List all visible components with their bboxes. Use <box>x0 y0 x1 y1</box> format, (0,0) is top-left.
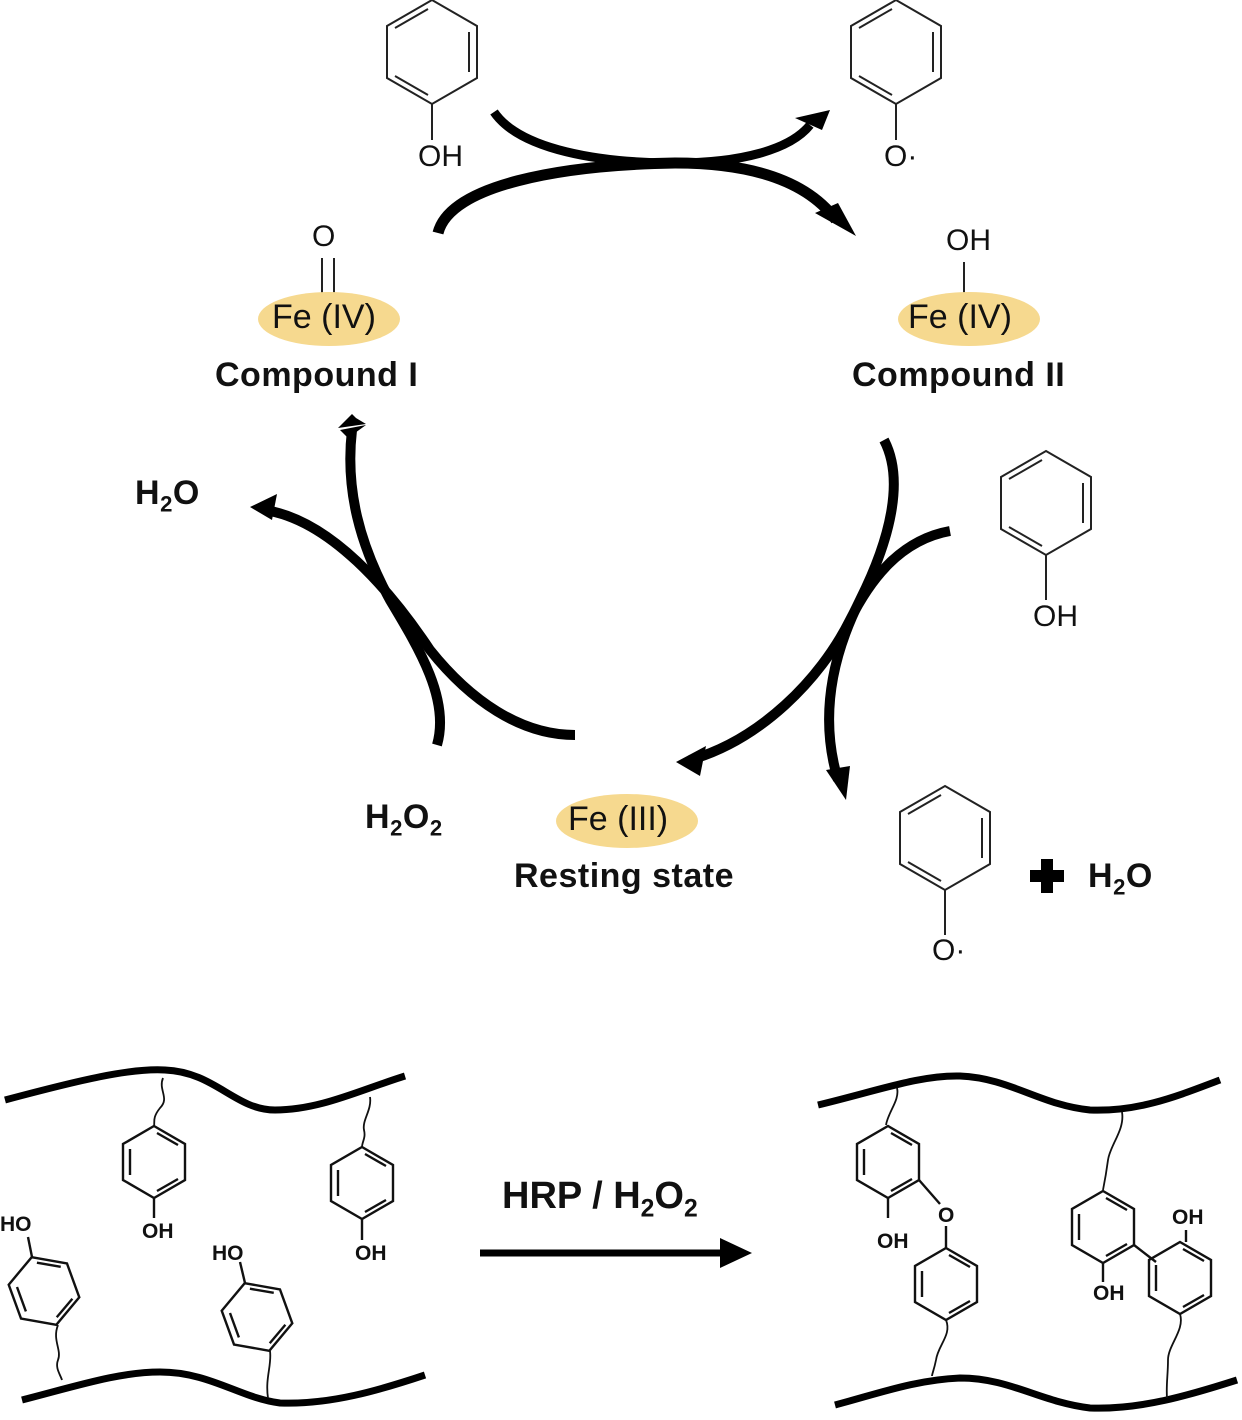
arrow-phenol-to-resting <box>688 526 951 765</box>
compound-i-oxo: O <box>312 220 336 253</box>
arrowhead-to-resting <box>676 746 706 776</box>
polymer-chain-top <box>4 1066 407 1114</box>
h2o2-substrate-label: H2O2 <box>365 798 443 841</box>
polymer-network-before <box>1 1066 427 1407</box>
phenoxy-top-label: O· <box>884 140 918 173</box>
arrowhead-to-h2o <box>250 494 277 520</box>
arrow-phenol-to-radical <box>490 109 814 168</box>
arrowhead-top-right <box>795 110 830 130</box>
h2o-byproduct-label: H2O <box>1088 857 1153 900</box>
compound-i-title: Compound I <box>215 356 419 394</box>
polymer-chain-bottom <box>21 1368 427 1407</box>
arrow-resting-to-h2o <box>264 505 576 740</box>
arrowhead-to-compound-ii <box>815 203 856 236</box>
before-oh-label-2: OH <box>355 1242 387 1265</box>
left-arrows <box>250 414 576 747</box>
arrow-compound-i-to-ii <box>432 157 841 235</box>
fe-highlight-resting <box>556 794 698 848</box>
phenol-right-label: OH <box>1033 600 1078 633</box>
compound-ii-metal: Fe (IV) <box>908 298 1012 336</box>
compound-ii-title: Compound II <box>852 356 1066 394</box>
arrowhead-to-phenoxy-bottom <box>826 766 850 800</box>
fe-highlight-compound-ii <box>898 292 1040 346</box>
plus-icon <box>1030 859 1064 893</box>
compound-i-metal: Fe (IV) <box>272 298 376 336</box>
after-oh-label-2: OH <box>1093 1282 1125 1305</box>
fe-highlight-compound-i <box>258 292 400 346</box>
polymer-chain-top-after <box>817 1072 1222 1114</box>
top-arrows <box>432 109 856 236</box>
phenoxy-radical-bottom <box>899 785 991 935</box>
reagent-label: HRP / H2O2 <box>502 1175 698 1223</box>
phenoxy-bottom-label: O· <box>932 934 966 967</box>
right-arrows <box>676 437 951 800</box>
after-oh-label-3: OH <box>1172 1206 1204 1229</box>
compound-ii-hydroxo: OH <box>946 224 991 257</box>
arrow-compound-ii-down <box>824 437 899 782</box>
h2o-product-label: H2O <box>135 474 200 517</box>
phenol-right <box>1000 450 1092 600</box>
phenol-top-label: OH <box>418 140 463 173</box>
before-oh-label-1: OH <box>142 1220 174 1243</box>
before-ho-label-4: HO <box>212 1242 244 1265</box>
after-oh-label-1: OH <box>877 1230 909 1253</box>
arrow-h2o2-to-compound-i <box>345 429 446 747</box>
polymer-chain-bottom-after <box>834 1374 1239 1412</box>
resting-state-metal: Fe (III) <box>568 800 669 838</box>
hrp-reaction-arrow <box>480 1238 752 1268</box>
after-bridge-oxygen: O <box>938 1204 955 1227</box>
arrowhead-to-compound-i <box>338 414 366 428</box>
resting-state-title: Resting state <box>514 857 734 895</box>
phenol-top <box>386 0 478 140</box>
before-ho-label-3: HO <box>0 1213 32 1236</box>
phenoxy-radical-top <box>850 0 942 140</box>
polymer-network-after <box>817 1072 1239 1412</box>
